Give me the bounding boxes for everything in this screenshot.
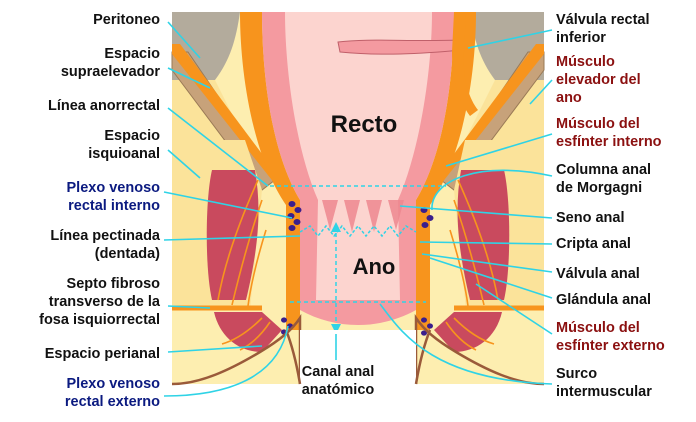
label-seno-anal: Seno anal (556, 210, 625, 226)
label-valvula-anal: Válvula anal (556, 266, 640, 282)
label-recto: Recto (331, 111, 398, 138)
label-septo-3: fosa isquiorrectal (39, 312, 160, 328)
label-plexo-externo-1: Plexo venoso (67, 376, 161, 392)
anal-columns (322, 200, 404, 232)
anal-verge-left (284, 329, 302, 385)
label-esfinter-externo-1: Músculo del (556, 320, 640, 336)
label-cripta-anal: Cripta anal (556, 236, 631, 252)
label-septo-1: Septo fibroso (67, 276, 161, 292)
label-esfinter-interno-2: esfínter interno (556, 134, 662, 150)
label-valvula-rectal-1: Válvula rectal (556, 12, 650, 28)
label-linea-pectinada-2: (dentada) (95, 246, 160, 262)
anal-canal-arrow-bottom (331, 324, 341, 334)
label-espacio-isquioanal-1: Espacio (104, 128, 160, 144)
label-elevador-3: ano (556, 90, 582, 106)
label-columna-anal-2: de Morgagni (556, 180, 642, 196)
label-espacio-perianal: Espacio perianal (45, 346, 160, 362)
external-venous-plexus-right (421, 317, 433, 336)
label-elevador-1: Músculo (556, 54, 615, 70)
label-espacio-isquioanal-2: isquioanal (88, 146, 160, 162)
label-ano: Ano (353, 254, 396, 279)
label-surco-2: intermuscular (556, 384, 652, 400)
label-valvula-rectal-2: inferior (556, 30, 606, 46)
levator-right-orange (436, 44, 544, 184)
label-elevador-2: elevador del (556, 72, 641, 88)
label-surco-1: Surco (556, 366, 597, 382)
label-glandula-anal: Glándula anal (556, 292, 651, 308)
label-plexo-externo-2: rectal externo (65, 394, 160, 410)
label-esfinter-externo-2: esfínter externo (556, 338, 665, 354)
pointer-lines (163, 21, 553, 397)
external-sphincter-right (457, 170, 510, 300)
internal-sphincter-left (240, 12, 300, 330)
internal-venous-plexus-left (287, 201, 302, 231)
external-sphincter-right-lower (434, 312, 502, 352)
bottom-white-left (300, 330, 416, 384)
anal-canal-arrow-top (331, 222, 341, 232)
label-espacio-supraelevador-2: supraelevador (61, 64, 160, 80)
label-linea-anorrectal: Línea anorrectal (48, 98, 160, 114)
rectal-valve-stem (452, 12, 478, 116)
levator-left-orange (172, 44, 280, 184)
label-linea-pectinada-1: Línea pectinada (50, 228, 161, 244)
label-esfinter-interno-1: Músculo del (556, 116, 640, 132)
label-septo-2: transverso de la (49, 294, 161, 310)
lumen (285, 12, 432, 300)
label-canal-anal-2: anatómico (302, 382, 375, 398)
label-plexo-interno-1: Plexo venoso (67, 180, 161, 196)
sphincter-fibers (217, 179, 499, 351)
rectal-valve-fold (337, 39, 463, 55)
label-plexo-interno-2: rectal interno (68, 198, 160, 214)
label-espacio-supraelevador-1: Espacio (104, 46, 160, 62)
label-peritoneo: Peritoneo (93, 12, 160, 28)
label-canal-anal-1: Canal anal (302, 364, 375, 380)
external-sphincter-left-lower (214, 312, 282, 352)
anal-verge-right (414, 329, 432, 385)
label-columna-anal-1: Columna anal (556, 162, 651, 178)
skin-line (171, 313, 545, 386)
